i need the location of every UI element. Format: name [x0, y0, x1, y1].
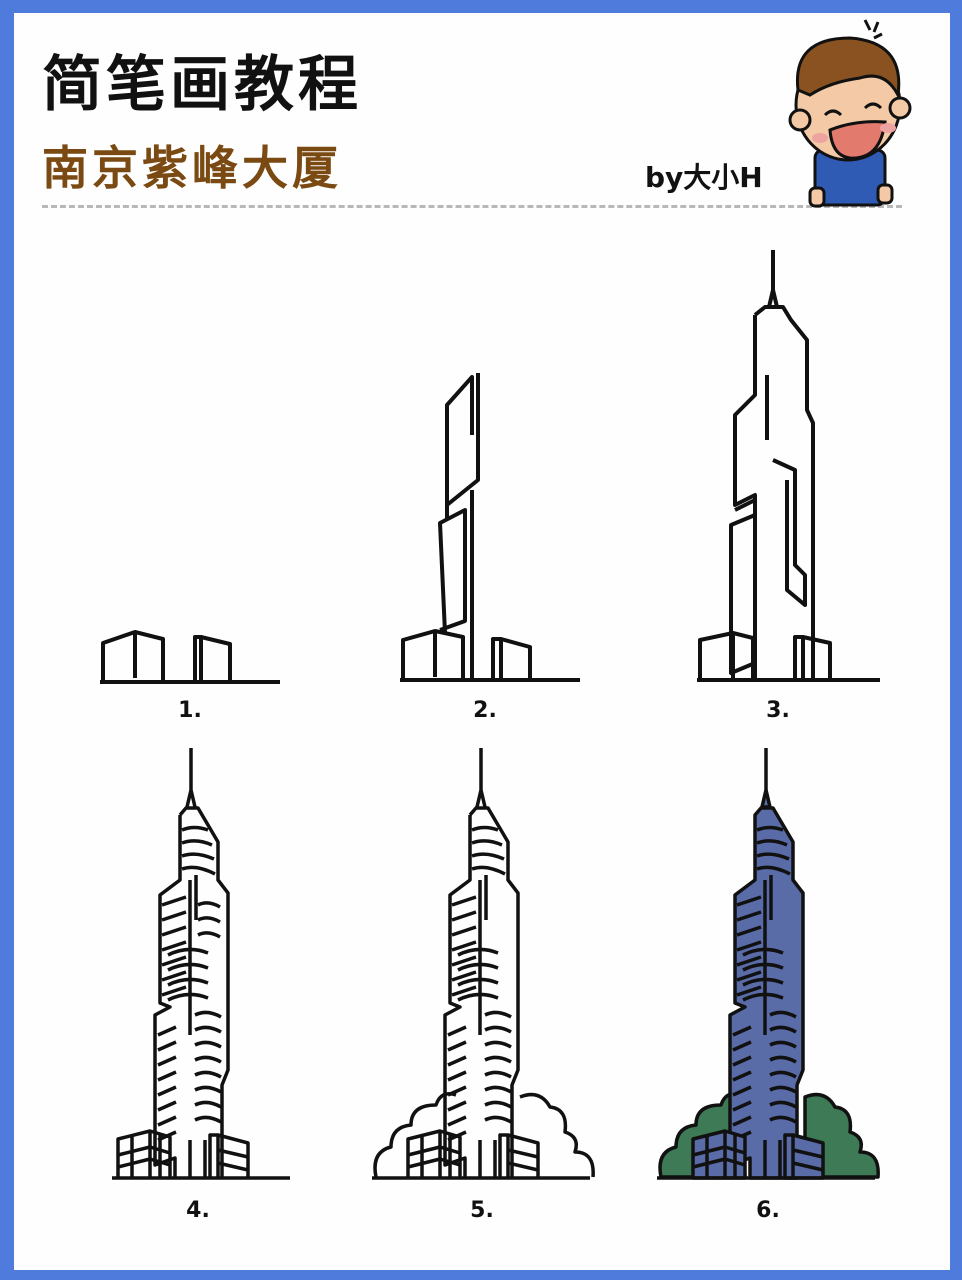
step-5-drawing: [370, 745, 600, 1185]
step-4-drawing: [110, 745, 290, 1185]
step-2-label: 2.: [473, 698, 497, 723]
step-1-drawing: [95, 620, 295, 690]
step-4-label: 4.: [186, 1198, 210, 1223]
cartoon-boy-avatar: [788, 19, 912, 208]
step-2-drawing: [395, 365, 595, 685]
dashed-divider: [42, 205, 902, 208]
step-3-drawing: [695, 245, 895, 685]
page-title: 简笔画教程: [42, 50, 362, 120]
step-6-label: 6.: [756, 1198, 780, 1223]
step-1-label: 1.: [178, 698, 202, 723]
step-5-label: 5.: [470, 1198, 494, 1223]
step-3-label: 3.: [766, 698, 790, 723]
author-byline: by大小H: [645, 161, 763, 194]
step-6-drawing: [655, 745, 885, 1185]
page-subtitle: 南京紫峰大厦: [42, 141, 342, 195]
